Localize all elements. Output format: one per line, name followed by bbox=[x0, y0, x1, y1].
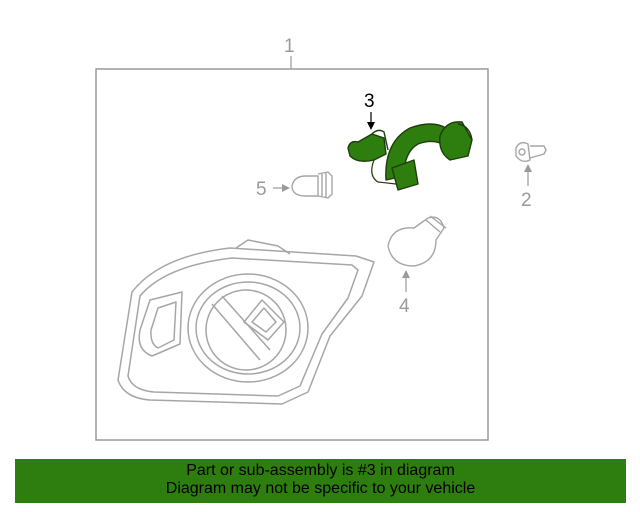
screw[interactable] bbox=[515, 141, 547, 163]
callout-3-arrowhead bbox=[367, 122, 375, 130]
callout-4[interactable]: 4 bbox=[399, 296, 410, 317]
banner-line-1: Part or sub-assembly is #3 in diagram bbox=[186, 462, 455, 479]
callout-1[interactable]: 1 bbox=[284, 36, 295, 57]
callout-2-arrowhead bbox=[524, 164, 532, 172]
callout-2[interactable]: 2 bbox=[521, 190, 532, 211]
tail-lamp-housing[interactable] bbox=[117, 239, 375, 405]
bulb-large[interactable] bbox=[387, 215, 447, 267]
bulb-small[interactable] bbox=[291, 171, 333, 199]
callout-3[interactable]: 3 bbox=[364, 91, 375, 112]
callout-5-arrowhead bbox=[282, 184, 290, 192]
callout-4-arrowhead bbox=[402, 270, 410, 278]
socket-wire-harness[interactable] bbox=[347, 121, 473, 191]
callout-5[interactable]: 5 bbox=[256, 179, 267, 200]
info-banner: Part or sub-assembly is #3 in diagram Di… bbox=[15, 459, 626, 503]
banner-line-2: Diagram may not be specific to your vehi… bbox=[165, 480, 476, 497]
assembly-frame bbox=[95, 68, 489, 441]
